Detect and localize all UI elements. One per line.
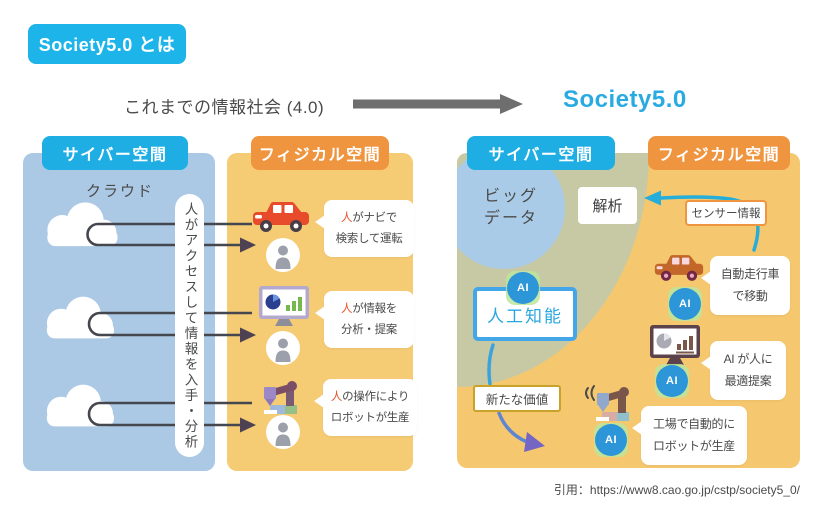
callout-ai-proposal: AI が人に 最適提案 <box>701 341 786 401</box>
new-value-box: 新たな価値 <box>473 385 561 412</box>
transition-arrow <box>353 94 523 114</box>
callout-tail <box>314 394 324 408</box>
ai-badge: AI <box>656 365 688 397</box>
ai-chip: AI <box>654 363 690 399</box>
ai-to-newvalue-line <box>487 343 495 386</box>
callout-human-operate-robot: 人の操作により ロボットが生産 <box>314 379 417 437</box>
callout-tail <box>701 271 711 285</box>
callout-factory-robot: 工場で自動的に ロボットが生産 <box>632 406 747 466</box>
callout-autonomous-drive: 自動走行車 で移動 <box>701 256 790 316</box>
citation-text: 引用：https://www8.cao.go.jp/cstp/society5_… <box>553 483 800 497</box>
callout-line: 人がナビで <box>340 212 397 224</box>
callout-line: 工場で自動的に <box>653 417 735 431</box>
bigdata-label: ビッグ データ <box>484 186 538 231</box>
callout-line: 最適提案 <box>724 373 772 388</box>
bigdata-label-line1: ビッグ <box>484 188 539 205</box>
bigdata-label-line2: データ <box>484 210 539 228</box>
callout-tail <box>315 215 325 229</box>
ai-badge: AI <box>595 424 627 456</box>
ai-badge: AI <box>669 288 701 320</box>
right-physical-space-badge: フィジカル空間 <box>648 136 790 170</box>
newvalue-to-robot-arrow <box>497 411 545 452</box>
access-loop-arrow <box>86 222 252 427</box>
callout-human-analyze: 人が情報を 分析・提案 <box>315 291 414 349</box>
monitor-chart-icon <box>259 286 309 326</box>
cloud-label: クラウド <box>86 183 155 200</box>
access-pill: 人がアクセスして情報を入手・分析 <box>175 194 204 457</box>
car-icon <box>253 202 309 232</box>
ai-chip: AI <box>667 286 703 322</box>
left-physical-space-badge: フィジカル空間 <box>251 136 389 170</box>
smart-robot-arm-icon <box>585 385 629 421</box>
bigdata-circle <box>457 153 565 269</box>
artificial-intelligence-box: 人工知能 <box>473 287 577 341</box>
callout-human-drive: 人がナビで 検索して運転 <box>315 200 414 258</box>
callout-line: 自動走行車 <box>720 267 780 281</box>
person-icon <box>266 415 300 449</box>
access-arrowhead <box>240 237 256 433</box>
callout-line: 分析・提案 <box>341 323 397 336</box>
ai-monitor-icon <box>650 325 700 365</box>
analysis-box: 解析 <box>578 187 637 224</box>
society5-heading: Society5.0 <box>563 86 687 113</box>
left-cyber-space-badge: サイバー空間 <box>42 136 188 170</box>
callout-tail <box>701 356 711 370</box>
society4-heading: これまでの情報社会 (4.0) <box>124 98 325 117</box>
callout-line: ロボットが生産 <box>330 411 410 424</box>
cloud-icon <box>46 384 115 427</box>
autonomous-car-icon <box>654 255 704 281</box>
ai-chip: AI <box>505 270 541 306</box>
ai-chip: AI <box>593 422 629 458</box>
ai-badge: AI <box>507 272 539 304</box>
callout-tail <box>315 306 325 320</box>
robot-arm-icon <box>264 381 297 414</box>
callout-line: ロボットが生産 <box>653 438 735 453</box>
cloud-icon <box>46 296 115 339</box>
callout-line: で移動 <box>732 288 768 303</box>
access-pill-text: 人がアクセスして情報を入手・分析 <box>182 201 198 450</box>
person-icon <box>266 238 300 272</box>
cloud-icon <box>47 202 118 247</box>
sensor-info-box: センサー情報 <box>685 200 767 226</box>
page-title-badge: Society5.0 とは <box>28 24 186 64</box>
callout-line: AI が人に <box>723 352 773 366</box>
callout-line: 人の操作により <box>330 391 410 403</box>
right-cyber-space-badge: サイバー空間 <box>467 136 615 170</box>
callout-line: 人が情報を <box>340 303 397 315</box>
callout-line: 検索して運転 <box>335 232 403 245</box>
person-icon <box>266 331 300 365</box>
callout-tail <box>632 421 642 435</box>
sensor-to-analysis-arrow <box>644 190 760 252</box>
